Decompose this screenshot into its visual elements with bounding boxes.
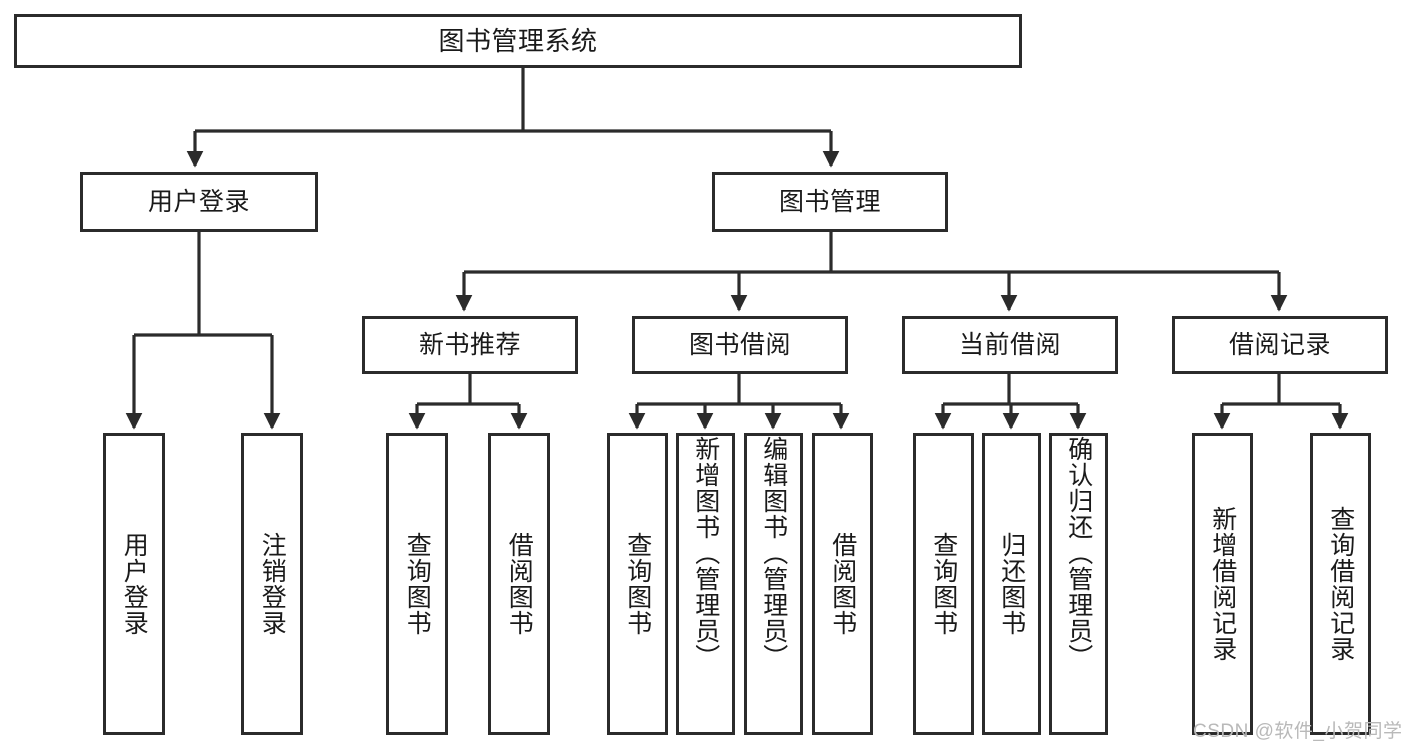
node-borrow-record-label: 借阅记录 xyxy=(1228,330,1331,359)
leaf-query-book-3[interactable]: 查询图书 xyxy=(913,433,974,735)
leaf-borrow-book-2[interactable]: 借阅图书 xyxy=(812,433,873,735)
leaf-query-book-3-label: 查询图书 xyxy=(929,532,958,636)
leaf-add-record-label: 新增借阅记录 xyxy=(1208,506,1237,662)
node-user-login[interactable]: 用户登录 xyxy=(80,172,318,232)
leaf-borrow-book-2-label: 借阅图书 xyxy=(828,532,857,636)
leaf-confirm-return-label: 确认归还（管理员） xyxy=(1064,436,1093,670)
node-book-management-label: 图书管理 xyxy=(778,187,881,216)
leaf-query-record[interactable]: 查询借阅记录 xyxy=(1310,433,1371,735)
node-new-book-recommend-label: 新书推荐 xyxy=(418,330,521,359)
node-borrow-record[interactable]: 借阅记录 xyxy=(1172,316,1388,374)
node-current-borrow-label: 当前借阅 xyxy=(958,330,1061,359)
node-book-borrow[interactable]: 图书借阅 xyxy=(632,316,848,374)
leaf-logout-label: 注销登录 xyxy=(258,532,287,636)
leaf-logout[interactable]: 注销登录 xyxy=(241,433,303,735)
leaf-add-book[interactable]: 新增图书（管理员） xyxy=(676,433,735,735)
leaf-edit-book-label: 编辑图书（管理员） xyxy=(759,436,788,670)
node-current-borrow[interactable]: 当前借阅 xyxy=(902,316,1118,374)
node-root-label: 图书管理系统 xyxy=(438,26,598,56)
leaf-borrow-book-1-label: 借阅图书 xyxy=(505,532,534,636)
leaf-edit-book[interactable]: 编辑图书（管理员） xyxy=(744,433,803,735)
leaf-add-record[interactable]: 新增借阅记录 xyxy=(1192,433,1253,735)
leaf-user-login[interactable]: 用户登录 xyxy=(103,433,165,735)
node-user-login-label: 用户登录 xyxy=(147,187,250,216)
node-new-book-recommend[interactable]: 新书推荐 xyxy=(362,316,578,374)
node-root[interactable]: 图书管理系统 xyxy=(14,14,1022,68)
leaf-query-book-1[interactable]: 查询图书 xyxy=(386,433,448,735)
leaf-return-book-label: 归还图书 xyxy=(997,532,1026,636)
leaf-query-record-label: 查询借阅记录 xyxy=(1326,506,1355,662)
leaf-user-login-label: 用户登录 xyxy=(120,532,149,636)
node-book-borrow-label: 图书借阅 xyxy=(688,330,791,359)
leaf-confirm-return[interactable]: 确认归还（管理员） xyxy=(1049,433,1108,735)
leaf-query-book-2-label: 查询图书 xyxy=(623,532,652,636)
leaf-query-book-2[interactable]: 查询图书 xyxy=(607,433,668,735)
csdn-watermark: CSDN @软件_小贺同学 xyxy=(1193,721,1403,742)
leaf-add-book-label: 新增图书（管理员） xyxy=(691,436,720,670)
leaf-query-book-1-label: 查询图书 xyxy=(403,532,432,636)
leaf-return-book[interactable]: 归还图书 xyxy=(982,433,1041,735)
node-book-management[interactable]: 图书管理 xyxy=(712,172,948,232)
leaf-borrow-book-1[interactable]: 借阅图书 xyxy=(488,433,550,735)
